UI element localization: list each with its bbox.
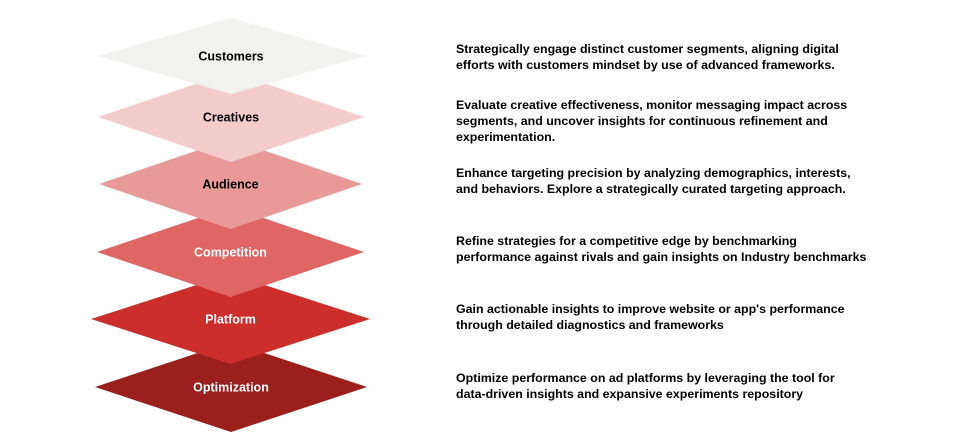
- layer-optimization: Optimization: [95, 342, 367, 432]
- layer-diamond: [91, 274, 370, 364]
- description-line: Refine strategies for a competitive edge…: [456, 234, 797, 248]
- description-line: Enhance targeting precision by analyzing…: [456, 166, 851, 180]
- layer-description: Optimize performance on ad platforms by …: [456, 370, 835, 402]
- description-line: Evaluate creative effectiveness, monitor…: [456, 98, 848, 112]
- layer-diamond: [99, 139, 362, 229]
- layer-description: Gain actionable insights to improve webs…: [456, 301, 845, 333]
- layer-competition: Competition: [97, 207, 364, 297]
- description-line: Gain actionable insights to improve webs…: [456, 302, 845, 316]
- layer-diamond: [98, 72, 364, 162]
- layer-diamond: [95, 342, 367, 432]
- layer-label: Platform: [205, 313, 256, 327]
- layer-label: Audience: [202, 178, 258, 192]
- layer-audience: Audience: [99, 139, 362, 229]
- description-line: segments, and uncover insights for conti…: [456, 114, 828, 128]
- description-line: efforts with customers mindset by use of…: [456, 58, 835, 72]
- layer-description: Refine strategies for a competitive edge…: [456, 233, 866, 265]
- description-line: through detailed diagnostics and framewo…: [456, 318, 724, 332]
- layer-description: Enhance targeting precision by analyzing…: [456, 165, 851, 197]
- layer-diamond: [97, 18, 365, 94]
- description-line: experimentation.: [456, 130, 556, 144]
- layer-label: Competition: [194, 246, 267, 260]
- layer-customers: Customers: [97, 18, 365, 94]
- layer-description: Evaluate creative effectiveness, monitor…: [456, 97, 847, 145]
- layer-description: Strategically engage distinct customer s…: [456, 41, 839, 73]
- layer-diamond: [97, 207, 364, 297]
- description-line: data-driven insights and expansive exper…: [456, 387, 804, 401]
- description-line: and behaviors. Explore a strategically c…: [456, 182, 846, 196]
- layer-platform: Platform: [91, 274, 370, 364]
- layer-label: Creatives: [203, 111, 259, 125]
- layer-label: Customers: [198, 50, 263, 64]
- layer-label: Optimization: [193, 381, 269, 395]
- layer-creatives: Creatives: [98, 72, 364, 162]
- description-line: Optimize performance on ad platforms by …: [456, 371, 835, 385]
- description-line: performance against rivals and gain insi…: [456, 250, 867, 264]
- description-line: Strategically engage distinct customer s…: [456, 42, 839, 56]
